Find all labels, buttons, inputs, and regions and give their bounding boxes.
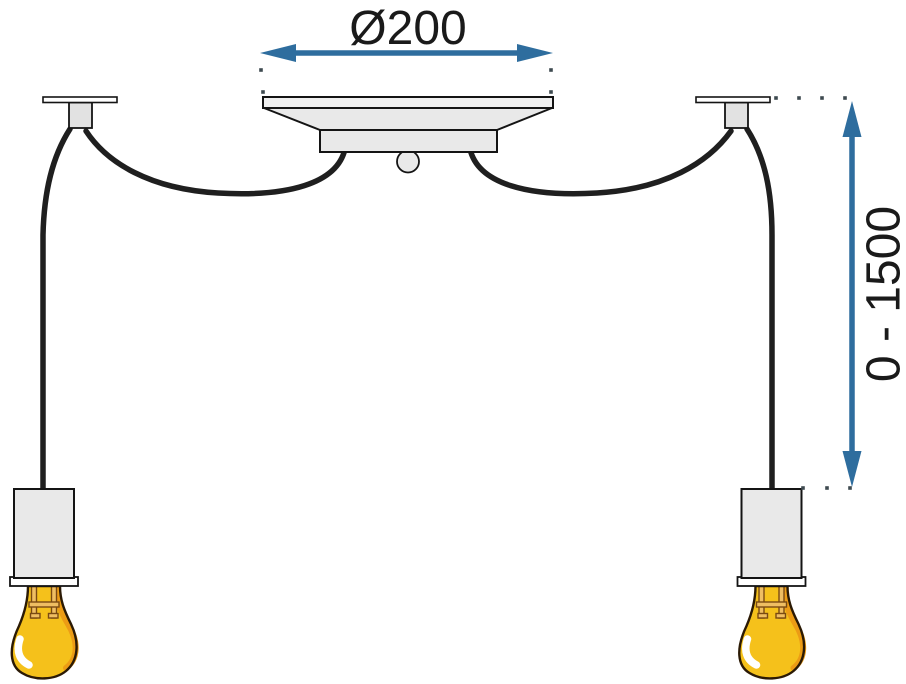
drop-length-dimension: 0 - 1500 [842,101,906,487]
canopy-knob [396,149,420,174]
cable-right-drop [744,126,775,495]
cable-left-swag [83,128,348,197]
canopy-taper [263,107,553,131]
cable-right-swag [467,128,734,197]
right-hook-block [724,101,749,129]
right-lamp [738,489,806,678]
left-hook-bar [42,96,118,104]
drop-length-label: 0 - 1500 [858,206,906,382]
right-hook-bar [695,96,771,104]
right-ceiling-hook [695,96,771,129]
arrow-left-icon [260,44,296,62]
left-hook-block [68,101,93,129]
arrow-right-icon [517,44,553,62]
left-ceiling-hook [42,96,118,129]
diameter-dimension: Ø200 [260,2,553,62]
canopy-plate [262,96,554,109]
cable-left-drop [40,126,73,495]
extension-dots [259,68,852,490]
canopy-body [319,128,498,153]
power-cables [40,126,775,495]
arrow-up-icon [842,101,862,137]
ceiling-canopy [262,96,554,174]
diameter-label: Ø200 [349,2,466,55]
left-lamp [10,489,78,678]
arrow-down-icon [842,451,862,487]
